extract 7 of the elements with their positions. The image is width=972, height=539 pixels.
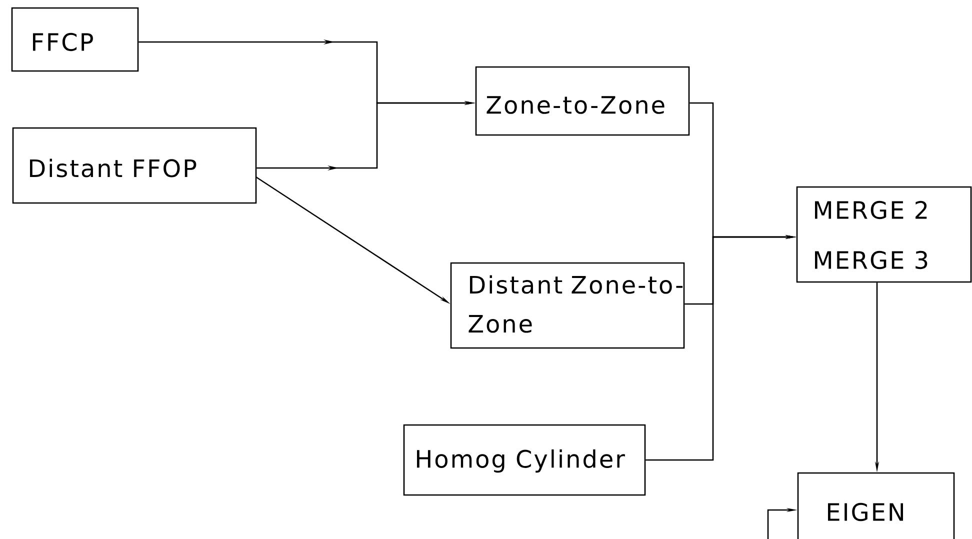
process-box: Homog Cylinder [403, 424, 646, 496]
process-box: EIGEN [797, 472, 955, 539]
process-box: FFCP [11, 7, 139, 72]
process-box: MERGE 2 MERGE 3 [796, 186, 972, 283]
process-box: Distant FFOP [12, 127, 257, 204]
process-box: Zone-to-Zone [475, 66, 690, 136]
process-box: Distant Zone-to-Zone [450, 262, 685, 349]
